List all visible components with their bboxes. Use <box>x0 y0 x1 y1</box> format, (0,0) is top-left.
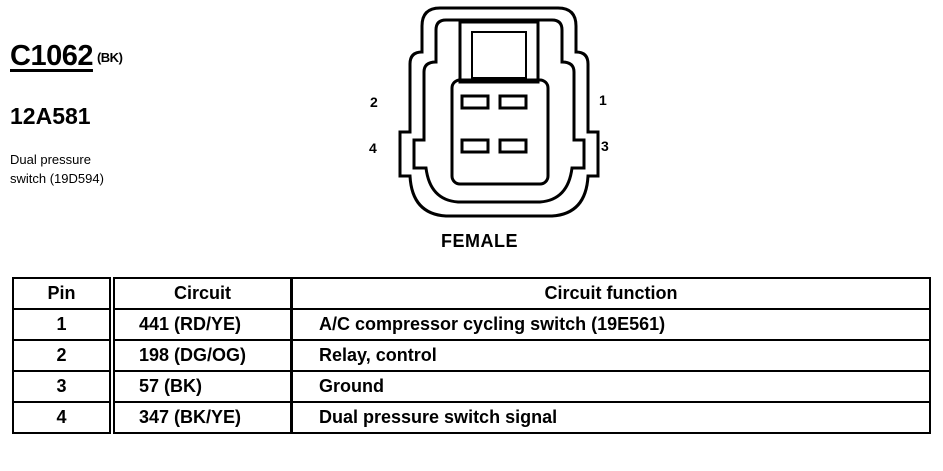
connector-id: C1062(BK) <box>10 40 123 73</box>
pin-label-4: 4 <box>369 140 377 156</box>
connector-number: C1062 <box>10 40 93 72</box>
cell-pin: 4 <box>13 402 115 433</box>
terminal-cavity-4 <box>460 138 490 154</box>
connector-color: (BK) <box>96 49 123 65</box>
part-number: 12A581 <box>10 103 91 129</box>
pinout-table: Pin Circuit Circuit function 1 441 (RD/Y… <box>12 277 931 434</box>
cell-circuit: 347 (BK/YE) <box>112 402 293 433</box>
connector-outer-shell <box>398 6 600 218</box>
pin-label-2: 2 <box>370 94 378 110</box>
cell-function: A/C compressor cycling switch (19E561) <box>291 309 930 341</box>
table-row: 3 57 (BK) Ground <box>13 371 930 403</box>
component-line-2: switch (19D594) <box>10 171 104 186</box>
cell-circuit: 441 (RD/YE) <box>112 309 293 341</box>
table-header-row: Pin Circuit Circuit function <box>13 278 930 310</box>
pin-label-1: 1 <box>599 92 607 108</box>
cell-function: Relay, control <box>291 340 930 372</box>
column-header-pin: Pin <box>13 278 115 310</box>
connector-lock-tab-inner <box>471 31 527 79</box>
cell-function: Ground <box>291 371 930 403</box>
terminal-cavity-2 <box>460 94 490 110</box>
terminal-block <box>450 78 550 186</box>
component-description: Dual pressure switch (19D594) <box>10 150 190 188</box>
table-row: 4 347 (BK/YE) Dual pressure switch signa… <box>13 402 930 433</box>
component-line-1: Dual pressure <box>10 152 91 167</box>
cell-circuit: 198 (DG/OG) <box>112 340 293 372</box>
column-header-circuit: Circuit <box>112 278 293 310</box>
table-row: 1 441 (RD/YE) A/C compressor cycling swi… <box>13 309 930 341</box>
connector-inner-shell <box>412 18 586 204</box>
connector-face-diagram <box>398 6 600 218</box>
terminal-cavity-3 <box>498 138 528 154</box>
column-header-function: Circuit function <box>291 278 930 310</box>
connector-view-label: FEMALE <box>441 231 518 251</box>
connector-lock-tab <box>458 20 540 84</box>
cell-pin: 1 <box>13 309 115 341</box>
cell-pin: 2 <box>13 340 115 372</box>
cell-circuit: 57 (BK) <box>112 371 293 403</box>
table-row: 2 198 (DG/OG) Relay, control <box>13 340 930 372</box>
cell-function: Dual pressure switch signal <box>319 407 558 427</box>
terminal-cavity-1 <box>498 94 528 110</box>
pin-label-3: 3 <box>601 138 609 154</box>
cell-pin: 3 <box>13 371 115 403</box>
